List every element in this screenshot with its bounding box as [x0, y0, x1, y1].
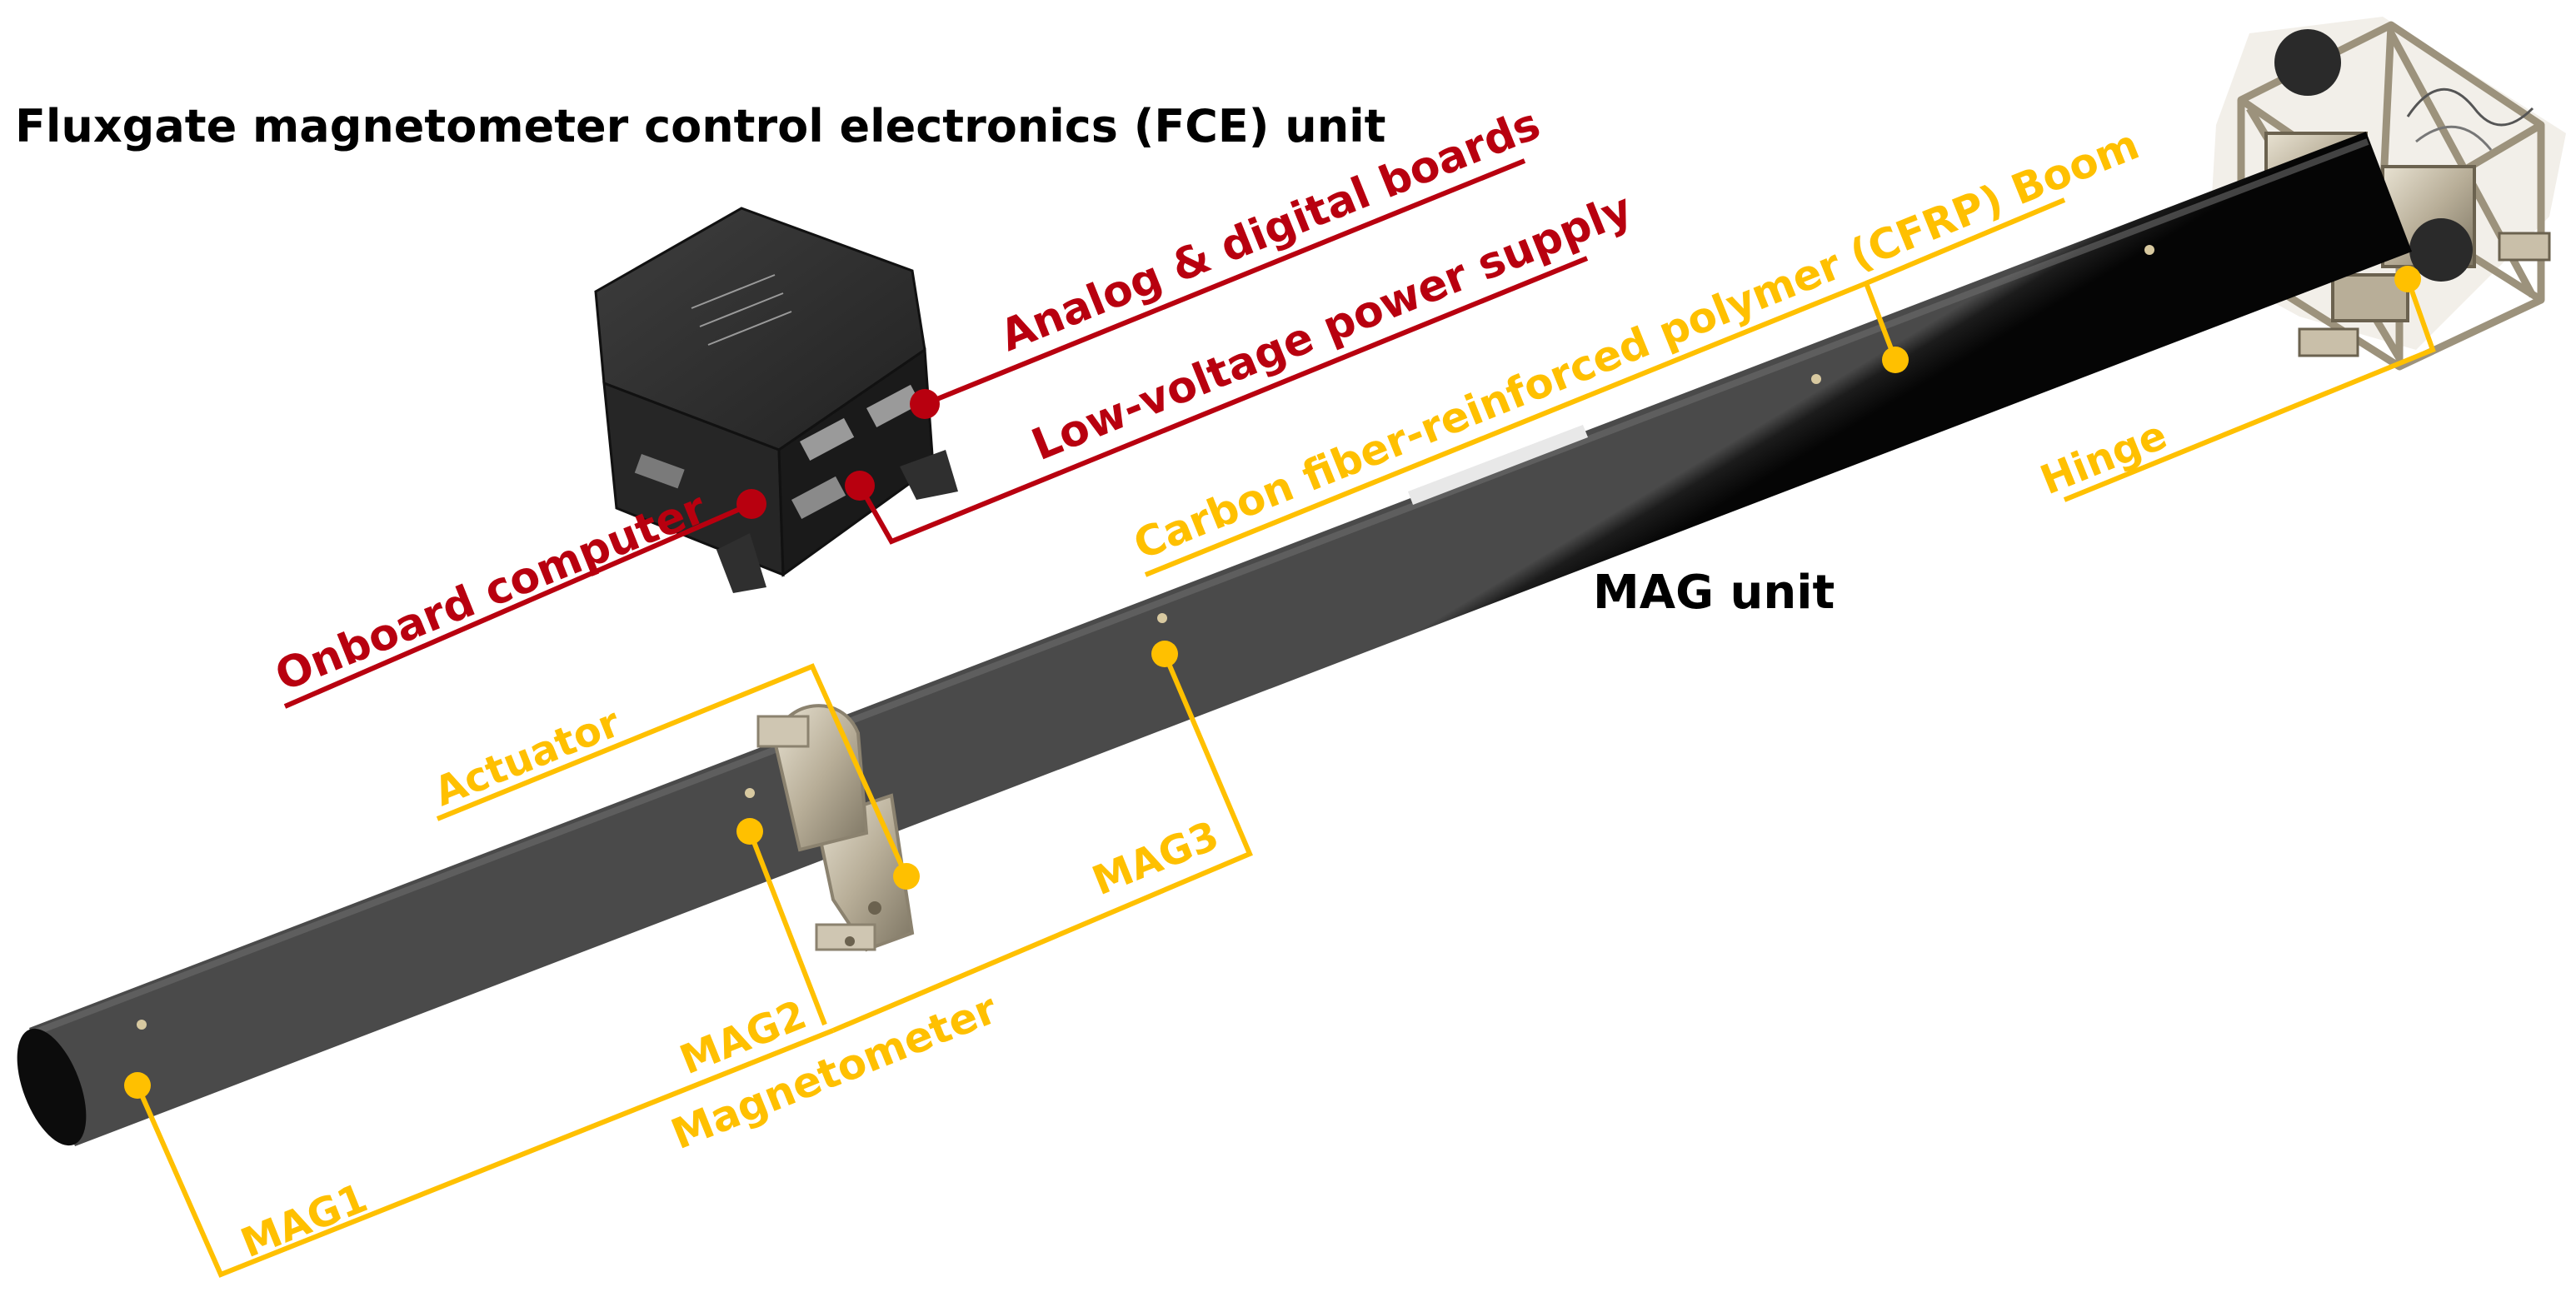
actuator-label: Actuator [428, 699, 627, 816]
onboard-computer-marker [736, 489, 766, 519]
analog-digital-leader [923, 158, 1526, 407]
mag-unit-title: MAG unit [1593, 566, 1835, 620]
actuator-leader [436, 663, 909, 878]
boom-leader-extension [1865, 197, 2066, 286]
mag2-leader [747, 830, 827, 1026]
fce-electronics-box [594, 207, 958, 593]
mag2-marker [736, 818, 763, 845]
mag3-label: MAG3 [1086, 812, 1226, 905]
boom-marker [1882, 347, 1909, 373]
cfrp-boom [17, 132, 2412, 1146]
mag1-leader [135, 1028, 835, 1278]
hinge-marker [2394, 266, 2421, 292]
hinge-label: Hinge [2034, 412, 2174, 504]
mag-unit [17, 17, 2566, 1146]
mag1-marker [124, 1072, 151, 1099]
onboard-computer-label: Onboard computer [268, 483, 713, 701]
power-supply-marker [845, 471, 875, 501]
mag3-marker [1151, 641, 1178, 667]
fce-unit-title: Fluxgate magnetometer control electronic… [15, 100, 1386, 152]
mag1-label: MAG1 [235, 1175, 374, 1267]
analog-digital-marker [910, 389, 940, 419]
hinge-leader [2063, 278, 2436, 502]
power-supply-leader [857, 256, 1589, 545]
onboard-computer-leader [283, 501, 753, 709]
actuator-marker [893, 863, 920, 890]
mag3-leader [831, 652, 1253, 1033]
